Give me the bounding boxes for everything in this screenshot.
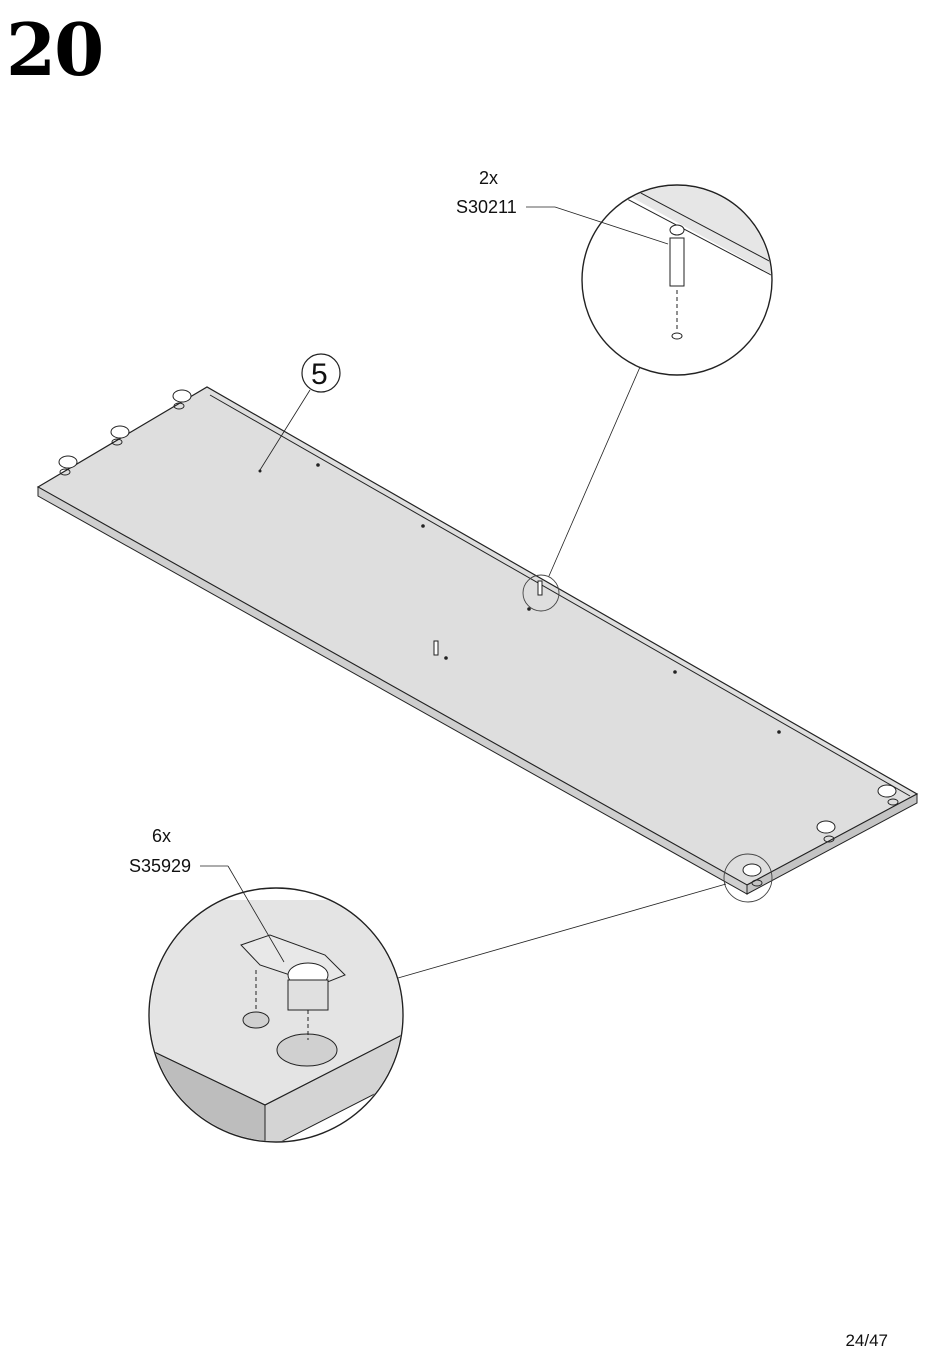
screw-detail [582,170,800,375]
cam-lock-quantity: 6x [152,826,171,847]
cam-detail-connector [398,884,726,978]
cam-lock-code: S35929 [129,856,191,877]
part-number: 5 [311,358,328,391]
screw-detail-connector [549,367,640,576]
screw-quantity: 2x [479,168,498,189]
panel-top-face [38,387,917,885]
page-number: 24/47 [845,1331,888,1351]
screw-code: S30211 [456,197,517,218]
cam-detail [149,888,403,1150]
